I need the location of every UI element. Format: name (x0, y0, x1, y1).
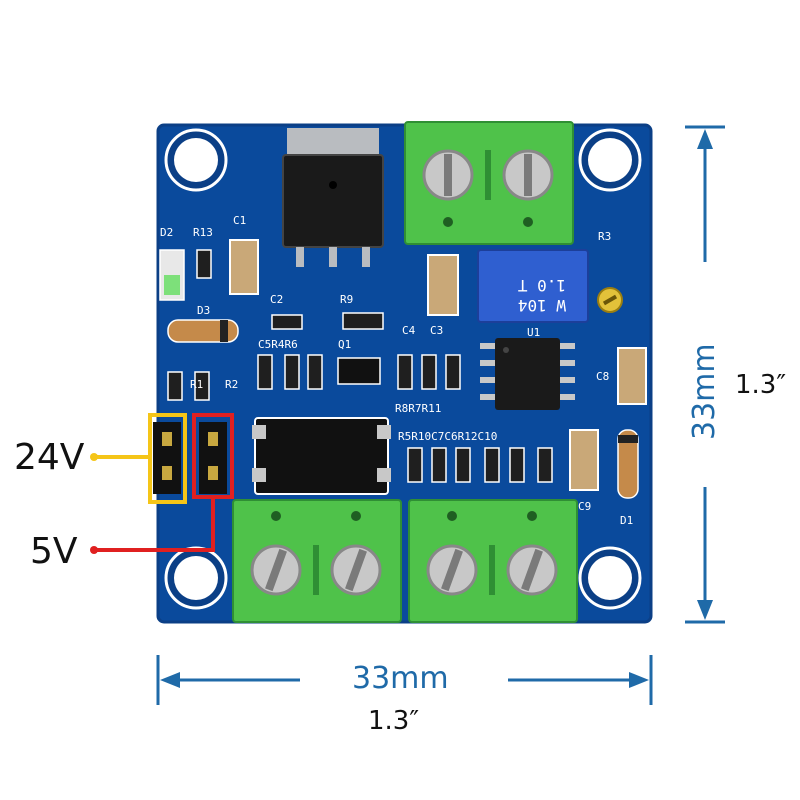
terminal-block-bottom-left (232, 499, 402, 623)
label-5v: 5V (30, 531, 78, 572)
silk-r3: R3 (598, 230, 611, 243)
silk-r5r10c7c6r12c10: R5R10C7C6R12C10 (398, 430, 497, 443)
diode-d1 (617, 429, 639, 499)
silk-c8: C8 (596, 370, 609, 383)
mounting-hole-bottom-left (164, 546, 228, 610)
terminal-block-top (404, 121, 574, 245)
silk-c5r4r6: C5R4R6 (258, 338, 298, 351)
callout-24v (90, 453, 150, 461)
silk-r9: R9 (340, 293, 353, 306)
silk-c9: C9 (578, 500, 591, 513)
smd-components (167, 249, 553, 483)
silk-q1: Q1 (338, 338, 351, 351)
silk-c3: C3 (430, 324, 443, 337)
terminal-block-bottom-right (408, 499, 578, 623)
silk-c4: C4 (402, 324, 416, 337)
transistor-q1 (337, 357, 381, 385)
silk-u1: U1 (527, 326, 540, 339)
width-mm-label: 33mm (352, 661, 449, 696)
label-24v: 24V (14, 437, 85, 478)
diode-d3 (167, 319, 239, 343)
trimmer-marking-1: 1.0 T (517, 276, 566, 295)
optocoupler-chip (252, 417, 391, 495)
silk-d2: D2 (160, 226, 173, 239)
mosfet-chip (282, 128, 384, 267)
jumper-header (153, 422, 227, 494)
mounting-hole-top-right (578, 128, 642, 192)
silk-r8r7r11: R8R7R11 (395, 402, 441, 415)
capacitor (229, 239, 647, 491)
silk-d1: D1 (620, 514, 633, 527)
height-dimension (685, 125, 725, 624)
silk-c1: C1 (233, 214, 246, 227)
ic-chip-u1 (480, 338, 575, 410)
width-in-label: 1.3″ (368, 706, 420, 736)
silk-r1: R1 (190, 378, 203, 391)
silk-d3: D3 (197, 304, 210, 317)
trimmer-potentiometer: 1.0 T W 104 (477, 249, 623, 323)
height-mm-label: 33mm (687, 343, 722, 440)
trimmer-marking-2: W 104 (518, 296, 566, 315)
silk-r2: R2 (225, 378, 238, 391)
silk-r13: R13 (193, 226, 213, 239)
silk-c2: C2 (270, 293, 283, 306)
callout-5v (90, 497, 215, 554)
height-in-label: 1.3″ (735, 370, 787, 400)
mounting-hole-top-left (164, 128, 228, 192)
led-d2 (159, 249, 185, 301)
mounting-hole-bottom-right (578, 546, 642, 610)
width-dimension (156, 655, 653, 705)
